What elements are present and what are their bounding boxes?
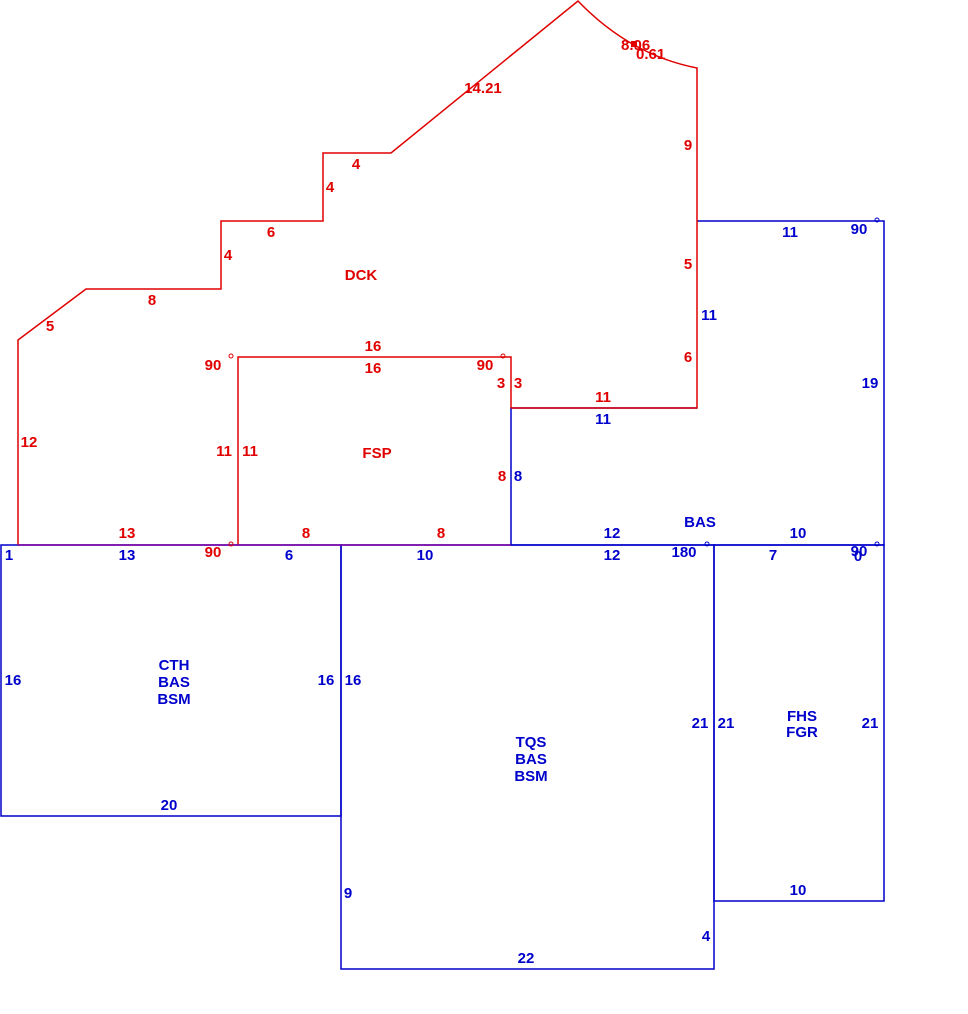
dimension-label: 21 [718,715,735,732]
dimension-label: 90 [205,357,222,374]
dimension-label: 10 [417,547,434,564]
angle-marker [874,217,880,223]
dimension-label: 16 [318,672,335,689]
angle-marker [228,353,234,359]
dimension-label: 21 [862,715,879,732]
dck-outlines [17,0,698,546]
dimension-label: 16 [5,672,22,689]
dimension-label: 8.06 [621,37,650,54]
dimension-label: 9 [344,885,352,902]
dimension-label: 1 [5,547,13,564]
dimension-label: 3 [497,375,505,392]
area-label-dck: DCK [345,267,378,284]
dimension-label: 0 [854,548,862,565]
dimension-label: 8 [148,292,156,309]
dimension-label: 11 [701,307,717,324]
dck-outline [17,0,698,545]
angle-marker [874,541,880,547]
dimension-label: 19 [862,375,879,392]
dimension-label: 4 [352,156,361,173]
area-label-cth: CTH [159,657,190,674]
area-label-cth-bas: BAS [158,674,190,691]
area-labels: DCK FSP BAS CTH BAS BSM TQS BAS BSM FHS … [157,267,818,785]
dimension-label: 13 [119,547,136,564]
angle-marker [631,41,637,47]
dimension-label: 5 [684,256,692,273]
area-label-bas: BAS [684,514,716,531]
area-label-cth-bsm: BSM [157,691,190,708]
dimension-label: 8 [437,525,445,542]
area-label-fgr: FGR [786,724,818,741]
dimension-label: 90 [477,357,494,374]
fsp-outline [237,356,512,545]
red-dimension-labels: 8.06 0.61 14.21 9 4 4 6 4 5 8 5 16 16 90… [21,37,693,561]
dimension-label: 4 [224,247,233,264]
area-label-tqs-bas: BAS [515,751,547,768]
dimension-label: 9 [684,137,692,154]
dimension-label: 6 [684,349,692,366]
dimension-label: 11 [242,443,258,460]
dimension-label: 11 [595,389,611,406]
area-label-tqs: TQS [516,734,547,751]
dimension-label: 7 [769,547,777,564]
dimension-label: 16 [345,672,362,689]
dimension-label: 90 [851,543,868,560]
dimension-label: 3 [514,375,522,392]
dimension-label: 20 [161,797,178,814]
dimension-label: 8 [514,468,522,485]
dimension-label: 4 [326,179,335,196]
area-label-fhs: FHS [787,708,817,725]
fhs-outline [713,544,885,902]
dimension-label: 6 [285,547,293,564]
dimension-label: 11 [782,224,798,241]
dimension-label: 21 [692,715,709,732]
dimension-label: 22 [518,950,535,967]
dimension-label: 6 [267,224,275,241]
blue-dimension-labels: 11 90 11 19 11 8 12 10 1 13 6 10 12 180 … [5,221,879,967]
dimension-label: 4 [702,928,711,945]
bas-outlines [0,220,885,970]
area-label-tqs-bsm: BSM [514,768,547,785]
angle-marker [704,541,710,547]
area-label-fsp: FSP [362,445,391,462]
angle-marker [228,541,234,547]
dimension-label: 16 [365,360,382,377]
dimension-label: 8 [302,525,310,542]
dimension-label: 90 [851,221,868,238]
dimension-label: 5 [46,318,54,335]
dimension-label: 11 [216,443,232,460]
dimension-label: 12 [604,525,621,542]
angle-markers [228,41,880,547]
dimension-label: 90 [205,544,222,561]
dimension-label: 11 [595,411,611,428]
dimension-label: 10 [790,525,807,542]
dimension-label: 14.21 [464,80,502,97]
dimension-label: 0.61 [636,46,665,63]
dimension-label: 13 [119,525,136,542]
dimension-label: 12 [21,434,38,451]
dimension-label: 10 [790,882,807,899]
angle-marker [500,353,506,359]
dimension-label: 180 [671,544,696,561]
dimension-label: 16 [365,338,382,355]
dimension-label: 8 [498,468,506,485]
dimension-label: 12 [604,547,621,564]
